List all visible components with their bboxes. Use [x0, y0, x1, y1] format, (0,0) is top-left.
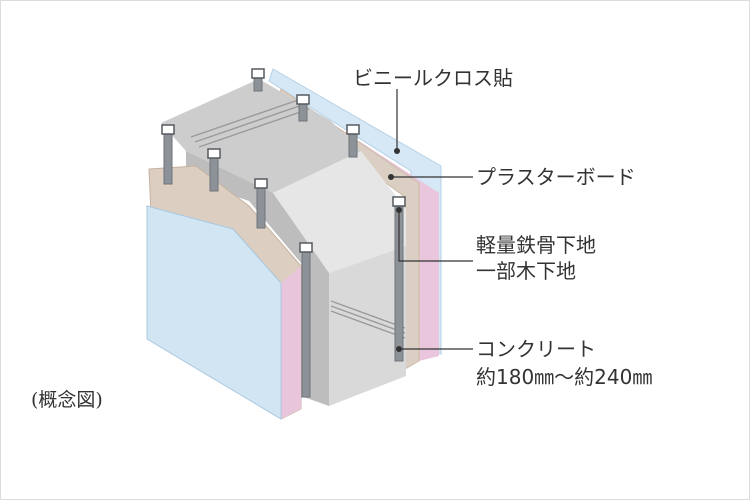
left-glass-panel [146, 205, 282, 420]
label-concrete-1: コンクリート [476, 337, 596, 361]
label-steel-frame-1: 軽量鉄骨下地 [476, 233, 596, 257]
caption-conceptual-diagram: (概念図) [31, 389, 103, 411]
label-vinyl-cloth: ビニールクロス貼 [353, 66, 513, 90]
concrete-top-face [161, 79, 361, 193]
stud-3 [256, 182, 266, 229]
concrete-hatch-lower [330, 300, 406, 339]
leader-steel [398, 210, 473, 262]
stud-caps [161, 68, 406, 253]
left-vinyl-strip [281, 266, 301, 419]
leader-dots [388, 148, 402, 352]
label-steel-frame-2: 一部木下地 [476, 259, 576, 283]
stud-4 [301, 246, 311, 398]
concrete-lower-side [329, 246, 406, 406]
label-concrete-2: 約180㎜～約240㎜ [476, 365, 653, 389]
concrete-hatch-upper [190, 98, 310, 148]
leader-lines [391, 89, 473, 350]
stud-1 [163, 128, 173, 185]
label-plaster-board: プラスターボード [476, 165, 636, 189]
